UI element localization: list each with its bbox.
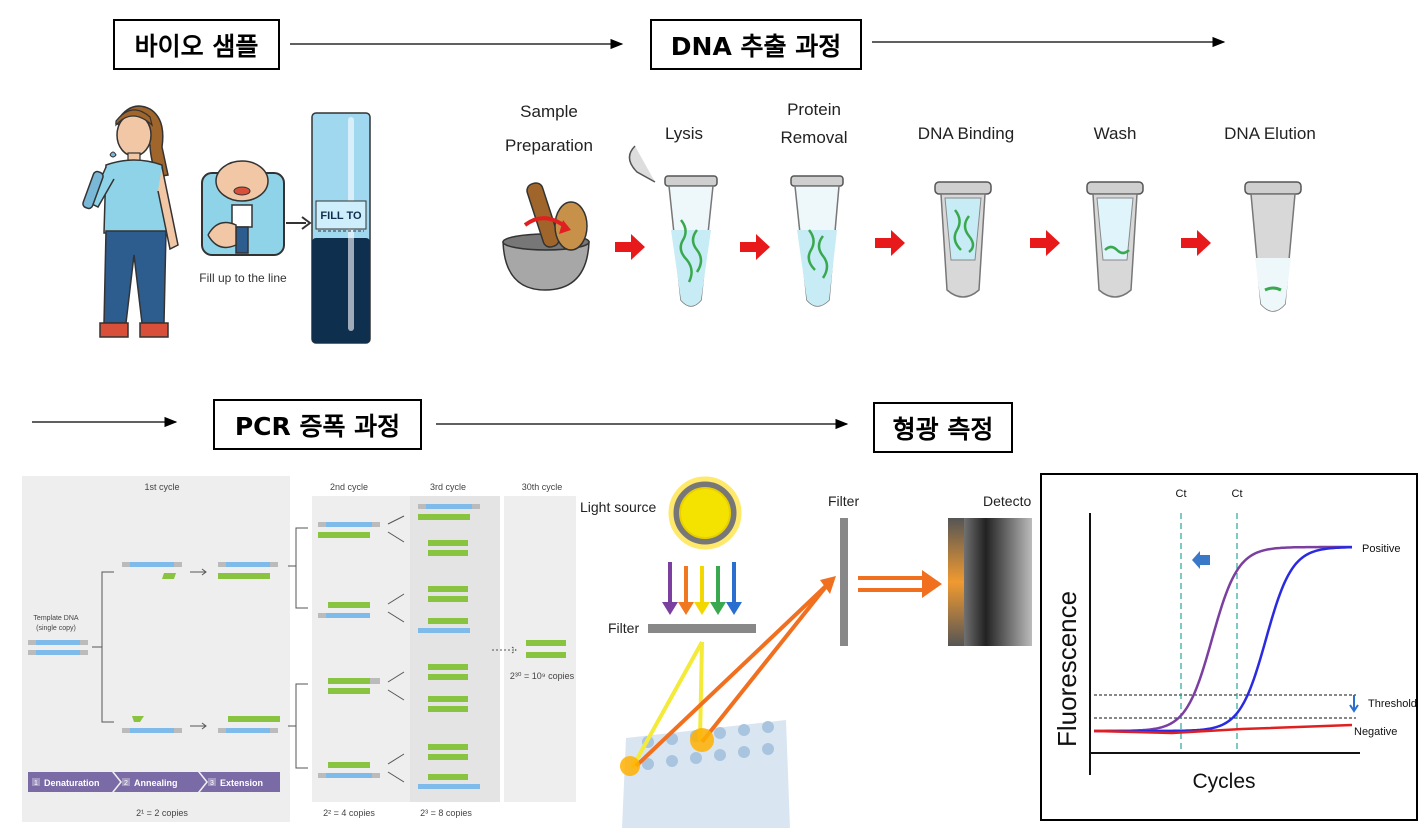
positive-curve-late <box>1094 545 1353 733</box>
cycle-label-30: 30th cycle <box>522 482 563 492</box>
inset-arrow-head <box>301 216 312 230</box>
mortar-pestle-icon <box>502 182 590 291</box>
series-label-positive: Positive <box>1362 543 1401 555</box>
fill-up-label: Fill up to the line <box>199 271 287 285</box>
woman-figure <box>82 105 179 338</box>
pcr-diagram: 1st cycle 2nd cycle 3rd cycle 30th cycle… <box>22 476 578 826</box>
light-source-label: Light source <box>580 499 656 515</box>
step-num-2: 2 <box>124 780 128 787</box>
template-dna-label-1: Template DNA <box>33 615 78 622</box>
step-label-lysis: Lysis <box>665 124 703 143</box>
cycle2-strands <box>318 522 380 778</box>
pcr-step-bar: 1 2 3 Denaturation Annealing Extension <box>28 772 280 792</box>
y-axis-label: Fluorescence <box>1052 591 1082 747</box>
step-labels: Sample Preparation Lysis Protein Removal… <box>505 100 1316 155</box>
emission-beams <box>634 582 830 768</box>
filter-high-label: Filter <box>828 493 859 509</box>
filter-low-label: Filter <box>608 620 639 636</box>
stage-box-dna-extraction: DNA 추출 과정 <box>650 19 862 70</box>
excitation-beams <box>630 641 704 769</box>
cycle-label-1: 1st cycle <box>144 482 179 492</box>
template-dna <box>28 640 88 655</box>
amplification-chart: Fluorescence Cycles Threshold Ct Ct Posi… <box>1052 488 1416 793</box>
cycle-label-2: 2nd cycle <box>330 482 368 492</box>
step-num-1: 1 <box>34 780 38 787</box>
step-label-preparation-2: Preparation <box>505 136 593 155</box>
fill-to-label: FILL TO <box>320 210 362 222</box>
step-label-preparation-1: Sample <box>520 102 578 121</box>
cycle1-strands <box>122 562 280 733</box>
series-label-negative: Negative <box>1354 726 1397 738</box>
step-label-elution: DNA Elution <box>1224 124 1316 143</box>
glow-spot-2 <box>690 728 714 752</box>
stage-box-bio-sample: 바이오 샘플 <box>113 19 280 70</box>
wash-tube-icon <box>1086 181 1144 298</box>
cycle30-strand-1 <box>526 640 566 646</box>
protein-removal-tube-icon <box>790 175 844 307</box>
extraction-steps: Sample Preparation Lysis Protein Removal… <box>502 100 1316 312</box>
ct-label-2: Ct <box>1232 488 1243 500</box>
cycle30-strand-2 <box>526 652 566 658</box>
step-num-3: 3 <box>210 780 214 787</box>
sample-illustration: Fill up to the line FILL TO <box>82 105 371 344</box>
positive-curve-early <box>1094 545 1352 733</box>
optics-diagram: Light source Filter Filter Detecto <box>580 476 1032 828</box>
copies-cycle30: 2³⁰ = 10⁹ copies <box>510 671 575 681</box>
elution-tube-icon <box>1244 181 1302 312</box>
stage-box-pcr: PCR 증폭 과정 <box>213 399 422 450</box>
glow-spot-1 <box>620 756 640 776</box>
step-denaturation: Denaturation <box>44 778 100 788</box>
step-extension: Extension <box>220 778 263 788</box>
step-label-protein-1: Protein <box>787 100 841 119</box>
amplification-chart-frame <box>1040 473 1418 821</box>
negative-curve <box>1093 723 1353 735</box>
detector-label: Detecto <box>983 493 1031 509</box>
sample-tube: FILL TO <box>311 112 371 344</box>
step-label-protein-2: Removal <box>780 128 847 147</box>
step-label-binding: DNA Binding <box>918 124 1014 143</box>
cycle3-strands <box>418 504 480 789</box>
well-plate <box>622 720 790 828</box>
threshold-arrow-icon <box>1349 695 1359 713</box>
stage-box-fluorescence: 형광 측정 <box>873 402 1013 453</box>
step-annealing: Annealing <box>134 778 178 788</box>
ct-label-1: Ct <box>1176 488 1187 500</box>
x-axis-label: Cycles <box>1192 770 1255 793</box>
filter-high <box>840 518 848 646</box>
filter-to-detector-arrow <box>858 576 926 592</box>
filter-low <box>648 624 756 633</box>
template-dna-label-2: (single copy) <box>36 625 76 632</box>
light-spectrum-arrows <box>662 562 742 615</box>
lysis-tube-icon <box>628 145 718 307</box>
shift-arrow-icon <box>1192 551 1210 569</box>
copies-cycle2: 2² = 4 copies <box>323 808 375 818</box>
step-label-wash: Wash <box>1094 124 1137 143</box>
copies-cycle3: 2³ = 8 copies <box>420 808 472 818</box>
cycle-label-3: 3rd cycle <box>430 482 466 492</box>
threshold-label: Threshold <box>1368 698 1416 710</box>
step-arrows <box>615 230 1211 260</box>
binding-tube-icon <box>934 181 992 298</box>
copies-cycle1: 2¹ = 2 copies <box>136 808 188 818</box>
inset-spit-icon <box>201 160 285 256</box>
